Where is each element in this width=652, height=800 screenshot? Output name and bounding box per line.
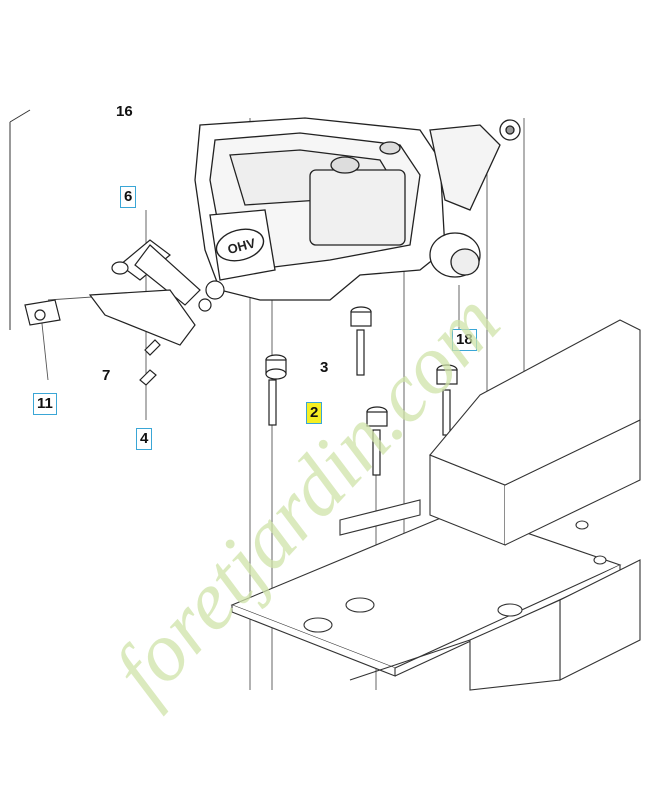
callout-2: 2 xyxy=(306,402,323,424)
callout-18: 18 xyxy=(452,329,477,351)
chassis-frame xyxy=(230,319,641,691)
exhaust-assembly xyxy=(24,239,225,386)
callout-3: 3 xyxy=(320,359,329,376)
callout-4: 4 xyxy=(136,428,153,450)
callout-11: 11 xyxy=(33,393,57,415)
callout-16: 16 xyxy=(116,106,133,120)
ohv-badge: OHV xyxy=(215,228,265,262)
callout-7: 7 xyxy=(102,367,111,384)
engine xyxy=(194,117,521,301)
callout-6: 6 xyxy=(120,186,137,208)
spacers-bolts xyxy=(265,306,458,476)
ohv-badge-text: OHV xyxy=(226,235,257,257)
